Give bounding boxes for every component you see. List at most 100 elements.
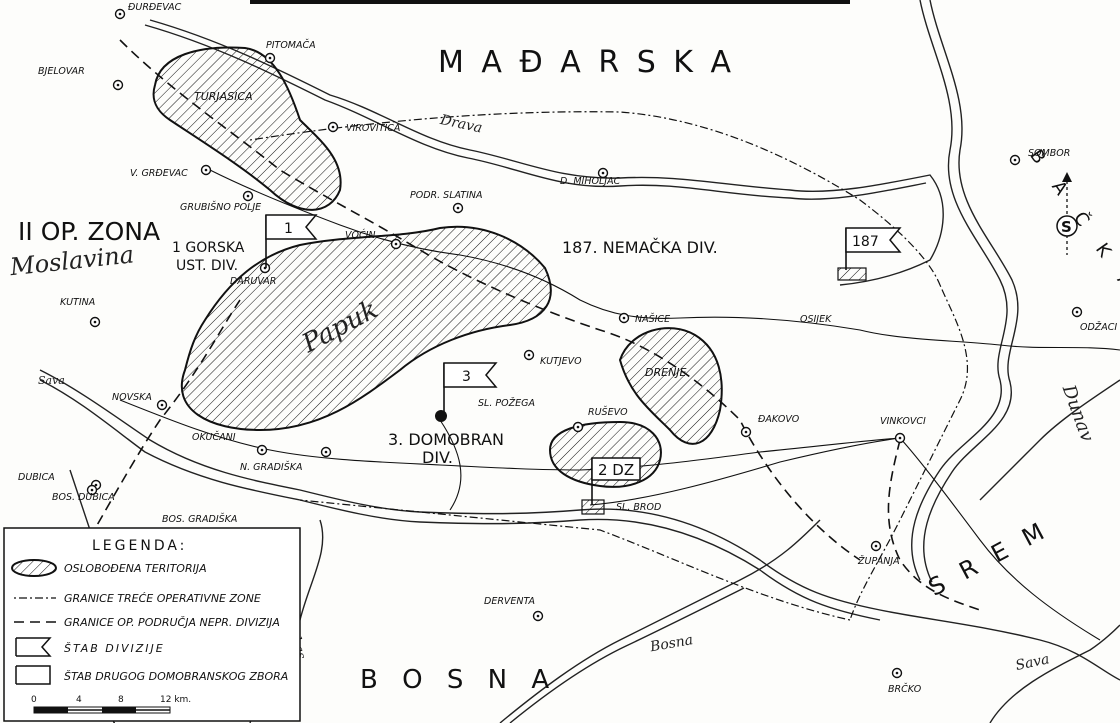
town-marker-center-23 (94, 483, 98, 487)
territory-turjasica (152, 46, 342, 211)
town-label-10: DARUVAR (230, 276, 276, 287)
scale-bar: 0 4 8 12 km. (31, 695, 191, 714)
town-label-26: SL. BROD (616, 502, 661, 513)
zone-boundary-3-south (299, 499, 851, 621)
town-marker-center-11 (93, 320, 97, 324)
town-marker-center-14 (1075, 310, 1079, 314)
scale-tick-0: 0 (31, 695, 37, 705)
town-marker-center-5 (246, 194, 250, 198)
region-bosna: B O S N A (360, 665, 557, 695)
town-marker-center-8 (1013, 158, 1017, 162)
river-bosut (989, 624, 1120, 723)
river-drava (149, 19, 944, 286)
town-marker-center-15 (527, 353, 531, 357)
road-brod-vinkovci (589, 437, 901, 506)
legend-title: LEGENDA: (92, 538, 187, 554)
town-label-19: ĐAKOVO (758, 414, 800, 425)
unit-name-187: 187. NEMAČKA DIV. (562, 238, 718, 257)
town-marker-center-27 (874, 544, 878, 548)
river-bosna (499, 519, 821, 723)
town-marker-center-0 (118, 12, 122, 16)
town-label-13: OSIJEK (800, 314, 832, 325)
town-marker-center-28 (536, 614, 540, 618)
town-marker-center-20 (898, 436, 902, 440)
river-label-dunav: Dunav (1058, 381, 1098, 444)
town-label-6: PODR. SLATINA (410, 190, 483, 201)
legend-symbol-division-hq (15, 637, 52, 657)
pozega-hq-dot (435, 410, 447, 422)
division-boundary-se (887, 439, 981, 611)
zone-boundary-3-east (849, 284, 969, 621)
legend-item-1: GRANICE TREĆE OPERATIVNE ZONE (64, 592, 261, 605)
compass: S (1056, 172, 1078, 255)
town-label-2: BJELOVAR (38, 66, 85, 77)
town-label-22: N. GRADIŠKA (240, 461, 302, 473)
legend-symbol-corps-hq (15, 665, 51, 685)
town-label-15: KUTJEVO (540, 356, 582, 367)
river-label-bosna: Bosna (648, 632, 694, 655)
town-marker-center-12 (622, 316, 626, 320)
flag-label-3: 3 (462, 369, 471, 385)
town-label-5: GRUBIŠNO POLJE (180, 201, 261, 213)
town-label-1: PITOMAČA (266, 39, 316, 51)
zone-boundary-3-north (249, 111, 941, 286)
town-label-25: BOS. GRADIŠKA (162, 513, 237, 525)
town-marker-center-7 (601, 171, 605, 175)
region-srem: S R E M (924, 515, 1054, 602)
town-marker-center-21 (260, 448, 264, 452)
town-marker-center-17 (160, 403, 164, 407)
town-label-18: RUŠEVO (588, 406, 628, 418)
river-label-sava: Sava (38, 374, 65, 387)
territory-label-turjasica: TURJASICA (194, 90, 253, 103)
town-marker-center-9 (394, 242, 398, 246)
territory-drenje (618, 327, 723, 445)
river-label-sava-east: Sava (1014, 651, 1051, 674)
unit-name-3b: DIV. (422, 448, 453, 467)
division-hq-flag-3 (443, 362, 498, 388)
road-north (209, 169, 1120, 351)
legend-item-4: ŠTAB DRUGOG DOMOBRANSKOG ZBORA (64, 670, 288, 683)
scale-tick-2: 8 (118, 695, 124, 705)
region-moslavina: Moslavina (8, 240, 136, 281)
town-marker-center-1 (268, 56, 272, 60)
division-hq-flag-1 (265, 214, 318, 240)
territory-label-drenje: DRENJE (645, 366, 687, 379)
town-label-20: VINKOVCI (880, 416, 926, 427)
legend-item-2: GRANICE OP. PODRUČJA NEPR. DIVIZIJA (64, 616, 280, 629)
division-hq-flag-187 (845, 227, 902, 253)
town-label-21: OKUČANI (192, 431, 236, 443)
corps-hq-flag-2dz (591, 457, 641, 481)
town-label-23: DUBICA (18, 472, 55, 483)
town-label-9: VOĆIN (345, 229, 376, 241)
brod-area (581, 499, 605, 515)
town-label-24: BOS. DUBICA (52, 492, 115, 503)
town-label-8: SOMBOR (1028, 148, 1070, 159)
road-pozega-brod (439, 419, 462, 511)
town-label-28: DERVENTA (484, 596, 535, 607)
river-drava-2 (144, 24, 927, 200)
legend-symbol-territory (11, 559, 57, 577)
town-label-14: ODŽACI (1080, 321, 1117, 333)
header-strip (250, 0, 850, 4)
compass-letter: S (1061, 218, 1072, 236)
town-marker-center-18 (576, 425, 580, 429)
river-danube (911, 0, 1008, 581)
flag-label-1: 1 (284, 221, 293, 237)
flag-label-187: 187 (852, 234, 879, 250)
town-marker-center-4 (204, 168, 208, 172)
town-marker-center-19 (744, 430, 748, 434)
river-sava (39, 369, 1120, 681)
town-marker-center-2 (116, 83, 120, 87)
region-madarska: M A Đ A R S K A (438, 45, 735, 80)
town-label-17: NOVSKA (112, 392, 152, 403)
legend: LEGENDA: OSLOBOĐENA TERITORIJA GRANICE T… (3, 527, 301, 722)
river-vuka (979, 379, 1120, 501)
unit-name-3: 3. DOMOBRAN (388, 430, 504, 449)
town-label-12: NAŠICE (635, 313, 670, 325)
scale-tick-3: 12 km. (160, 695, 191, 705)
town-label-4: V. GRĐEVAC (130, 168, 188, 179)
town-marker-center-29 (895, 671, 899, 675)
zone-label: II OP. ZONA (18, 217, 160, 246)
